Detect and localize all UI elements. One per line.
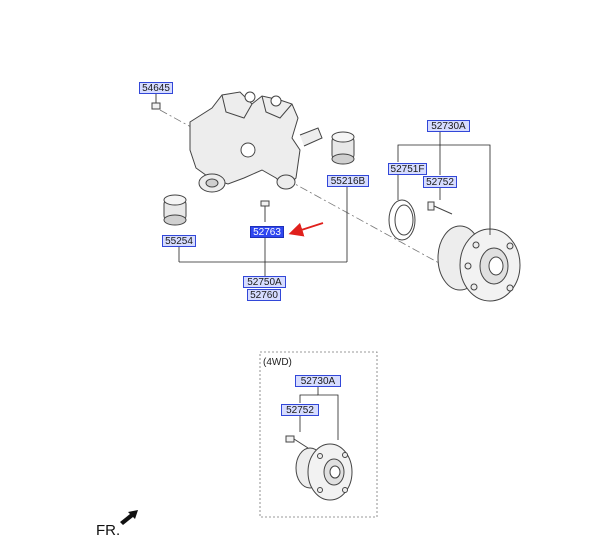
front-direction-arrow-icon <box>120 510 138 525</box>
knuckle-drawing <box>189 91 323 193</box>
dust-cover-52751f <box>388 199 416 241</box>
part-label-52750a[interactable]: 52750A <box>243 276 286 288</box>
bolt-52763 <box>260 200 270 222</box>
hub-bolt-52752 <box>427 201 453 215</box>
leader-lines-4wd <box>299 387 339 440</box>
part-label-54645[interactable]: 54645 <box>139 82 173 94</box>
assembly-axis-line <box>159 109 471 281</box>
bushing-55254 <box>163 194 187 226</box>
leader-lines <box>155 93 491 276</box>
pointer-arrow <box>288 222 324 237</box>
part-label-52752[interactable]: 52752 <box>423 176 457 188</box>
part-label-52751f[interactable]: 52751F <box>388 163 427 175</box>
part-label-52760[interactable]: 52760 <box>247 289 281 301</box>
bushing-55216b <box>331 131 355 165</box>
front-direction-label: FR. <box>96 522 121 539</box>
part-label-55254[interactable]: 55254 <box>162 235 196 247</box>
hub-bearing-drawing <box>437 225 521 302</box>
part-label-55216b[interactable]: 55216B <box>327 175 369 187</box>
part-label-52763[interactable]: 52763 <box>250 226 284 238</box>
part-label-52752-4wd[interactable]: 52752 <box>281 404 319 416</box>
hub-bearing-4wd-drawing <box>285 435 353 501</box>
variant-4wd-label: (4WD) <box>263 357 292 368</box>
bolt-54645 <box>151 94 161 110</box>
part-label-52730a[interactable]: 52730A <box>427 120 470 132</box>
variant-4wd-box <box>259 351 378 518</box>
part-label-52730a-4wd[interactable]: 52730A <box>295 375 341 387</box>
